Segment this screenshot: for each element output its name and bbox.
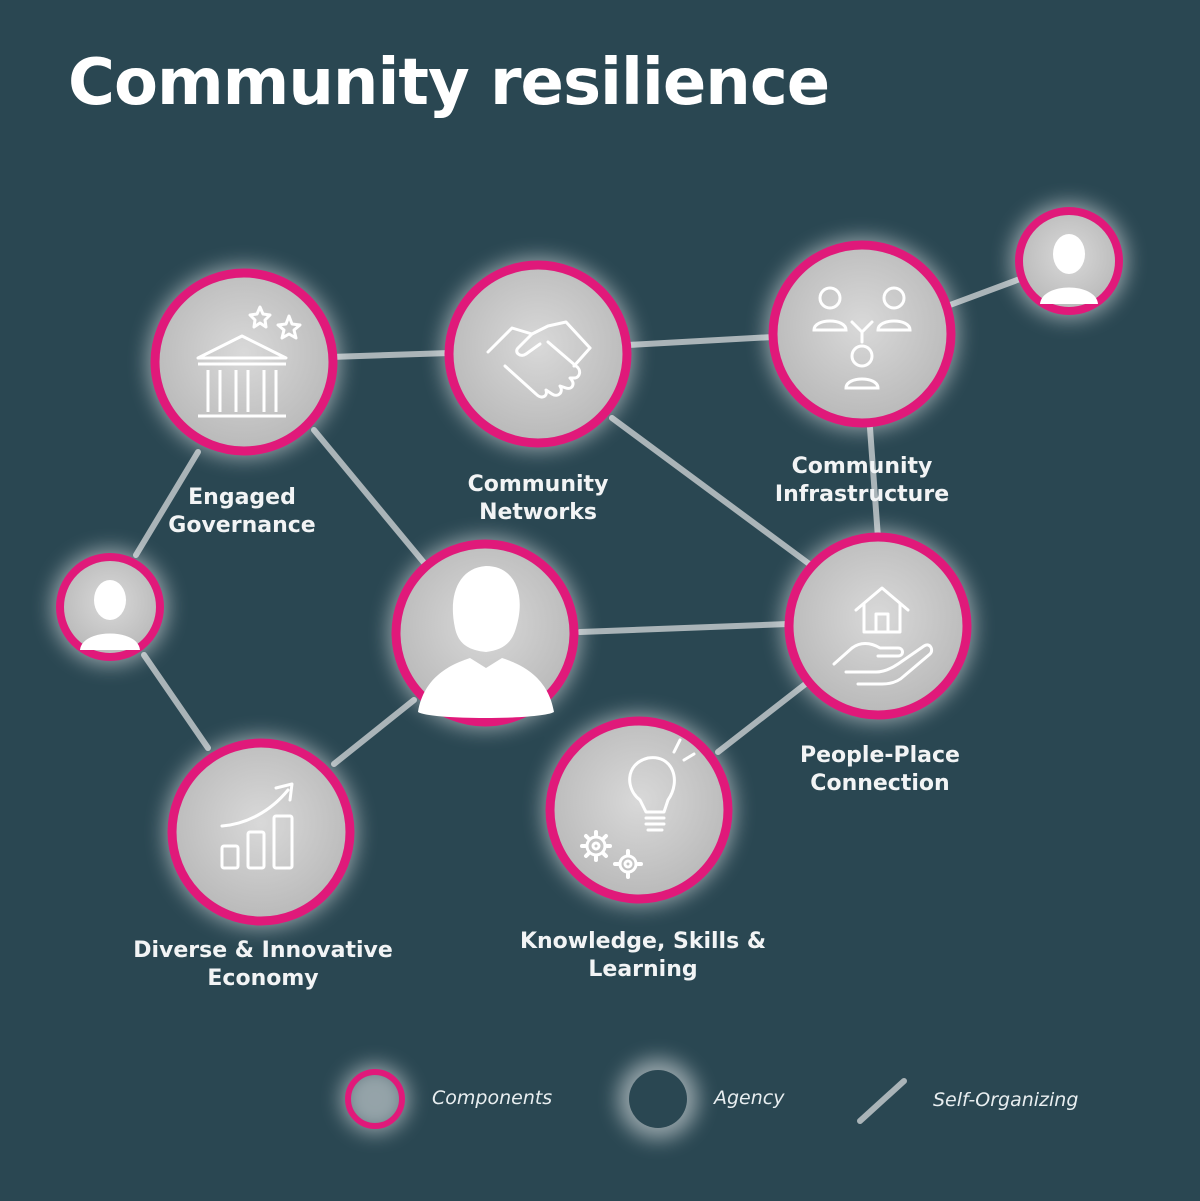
person-avatar-icon (80, 580, 140, 650)
handshake-icon (486, 320, 592, 399)
node-person-left (56, 553, 164, 661)
node-person-topright (1015, 207, 1123, 315)
legend-agency-mark (629, 1070, 687, 1128)
label-engaged-governance: Engaged Governance (168, 484, 315, 540)
node-economy (167, 738, 355, 926)
link-governance-person-center (311, 427, 433, 573)
label-knowledge: Knowledge, Skills & Learning (520, 928, 766, 984)
house-in-hand-icon (832, 586, 934, 686)
page-title: Community resilience (68, 46, 830, 120)
node-knowledge (545, 716, 733, 904)
person-avatar-icon (1040, 234, 1098, 304)
node-people-place (784, 532, 972, 720)
legend-self-organizing-label: Self-Organizing (933, 1089, 1079, 1111)
label-line: People-Place (800, 743, 960, 768)
link-person-left-economy (141, 652, 211, 751)
self-organizing-links (133, 276, 1023, 767)
node-engaged-governance (150, 268, 338, 456)
label-line: Community (791, 454, 933, 479)
legend-self-organizing-mark (857, 1078, 907, 1124)
label-line: Infrastructure (774, 482, 950, 507)
link-governance-networks (327, 350, 453, 360)
link-networks-infrastructure (625, 334, 776, 348)
label-line: Economy (207, 966, 319, 991)
link-networks-peopleplace (609, 415, 815, 569)
label-line: Governance (168, 513, 316, 538)
label-people-place: People-Place Connection (800, 742, 960, 798)
woman-avatar-icon (418, 566, 554, 718)
node-community-infrastructure (768, 240, 956, 428)
legend-components-mark (345, 1069, 405, 1129)
government-building-icon (196, 305, 302, 418)
label-community-networks: Community Networks (468, 471, 609, 527)
link-infrastructure-person-topright (947, 276, 1023, 308)
people-network-icon (812, 286, 912, 390)
node-person-center (391, 539, 579, 727)
label-economy: Diverse & Innovative Economy (133, 937, 393, 993)
link-governance-person-left (133, 449, 201, 558)
label-line: Engaged (188, 485, 296, 510)
growth-chart-icon (220, 782, 294, 870)
label-line: Community (467, 472, 609, 497)
legend (345, 1069, 907, 1129)
lightbulb-gears-icon (580, 738, 696, 879)
link-knowledge-peopleplace (715, 679, 811, 755)
label-line: Networks (479, 500, 597, 525)
label-line: Knowledge, Skills & (519, 929, 767, 954)
link-person-center-peopleplace (577, 621, 791, 635)
link-economy-person-center (331, 697, 417, 767)
label-line: Learning (588, 957, 698, 982)
label-line: Diverse & Innovative (133, 938, 393, 963)
link-infrastructure-peopleplace (867, 425, 881, 541)
label-line: Connection (810, 771, 950, 796)
legend-components-label: Components (432, 1087, 553, 1109)
label-community-infrastructure: Community Infrastructure (775, 453, 949, 509)
node-community-networks (444, 260, 632, 448)
legend-agency-label: Agency (714, 1087, 785, 1109)
